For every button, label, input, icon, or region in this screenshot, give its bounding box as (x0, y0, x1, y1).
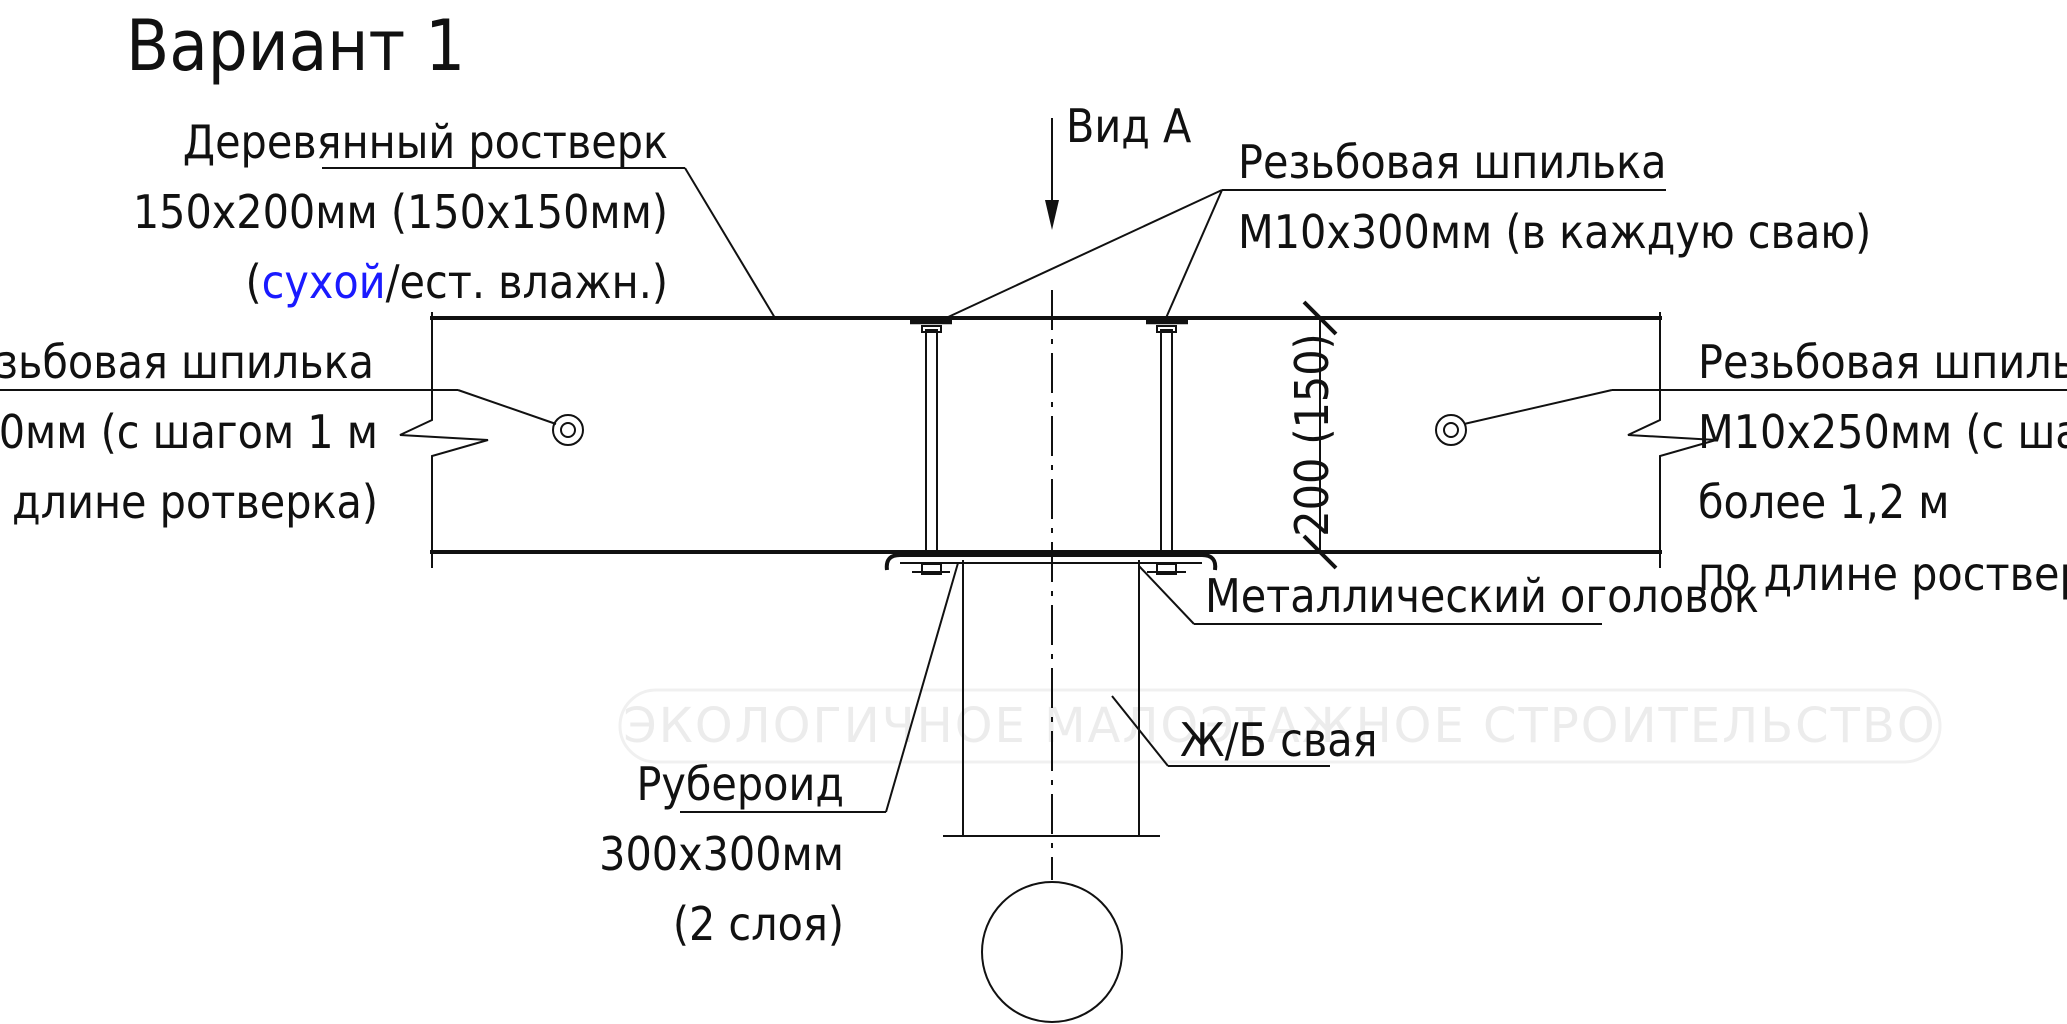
label-stud-right: Резьбовая шпилька М10х250мм (с шагом не … (1463, 335, 2067, 601)
label-metal-cap: Металлический оголовок (1138, 565, 1759, 625)
roofing-line2: 300х300мм (599, 827, 844, 881)
roofing-line1: Рубероид (636, 757, 844, 811)
rc-pile (943, 560, 1160, 1023)
metal-cap-text: Металлический оголовок (1205, 569, 1759, 623)
label-stud-left: Резьбовая шпилька М10х250мм (с шагом 1 м… (0, 335, 557, 529)
view-a-label: Вид А (1066, 99, 1191, 153)
dry-highlight: сухой (262, 255, 386, 309)
wood-grillage-line2: 150х200мм (150х150мм) (133, 185, 668, 239)
threaded-stud-left (910, 319, 952, 575)
stud-right-line1: Резьбовая шпилька (1698, 335, 2067, 389)
height-dimension: 200 (150) (1285, 300, 1339, 570)
wood-grillage-line3: (сухой/ест. влажн.) (246, 255, 668, 309)
watermark: ЭКОЛОГИЧНОЕ МАЛОЭТАЖНОЕ СТРОИТЕЛЬСТВО (618, 688, 1942, 764)
stud-right-line4: по длине ростверка) (1698, 547, 2067, 601)
stud-end-right (1435, 414, 1467, 446)
watermark-text: ЭКОЛОГИЧНОЕ МАЛОЭТАЖНОЕ СТРОИТЕЛЬСТВО (623, 698, 1936, 754)
wood-grillage-line1: Деревянный ростверк (183, 115, 668, 169)
stud-pile-line2: М10х300мм (в каждую сваю) (1238, 205, 1871, 259)
roofing-line3: (2 слоя) (673, 897, 844, 951)
threaded-stud-right (1146, 319, 1188, 575)
stud-right-line2: М10х250мм (с шагом не (1698, 405, 2067, 459)
rc-pile-text: Ж/Б свая (1180, 713, 1377, 767)
stud-left-line2: М10х250мм (с шагом 1 м (0, 405, 378, 459)
dimension-label: 200 (150) (1285, 333, 1339, 536)
drawing-title: Вариант 1 (126, 5, 465, 87)
stud-right-line3: более 1,2 м (1698, 475, 1950, 529)
stud-end-left (552, 414, 584, 446)
label-roofing: Рубероид 300х300мм (2 слоя) (599, 562, 959, 951)
stud-pile-line1: Резьбовая шпилька (1238, 135, 1666, 189)
label-rc-pile: Ж/Б свая (1111, 695, 1377, 767)
label-wood-grillage: Деревянный ростверк 150х200мм (150х150мм… (133, 115, 776, 319)
metal-cap-plate (884, 553, 1218, 571)
timber-beam (399, 312, 1717, 568)
pile-section-circle (981, 881, 1123, 1023)
stud-left-line1: Резьбовая шпилька (0, 335, 374, 389)
view-a-arrow: Вид А (1045, 99, 1191, 230)
stud-left-line3: по длине ротверка) (0, 475, 378, 529)
label-stud-pile: Резьбовая шпилька М10х300мм (в каждую св… (945, 135, 1871, 319)
